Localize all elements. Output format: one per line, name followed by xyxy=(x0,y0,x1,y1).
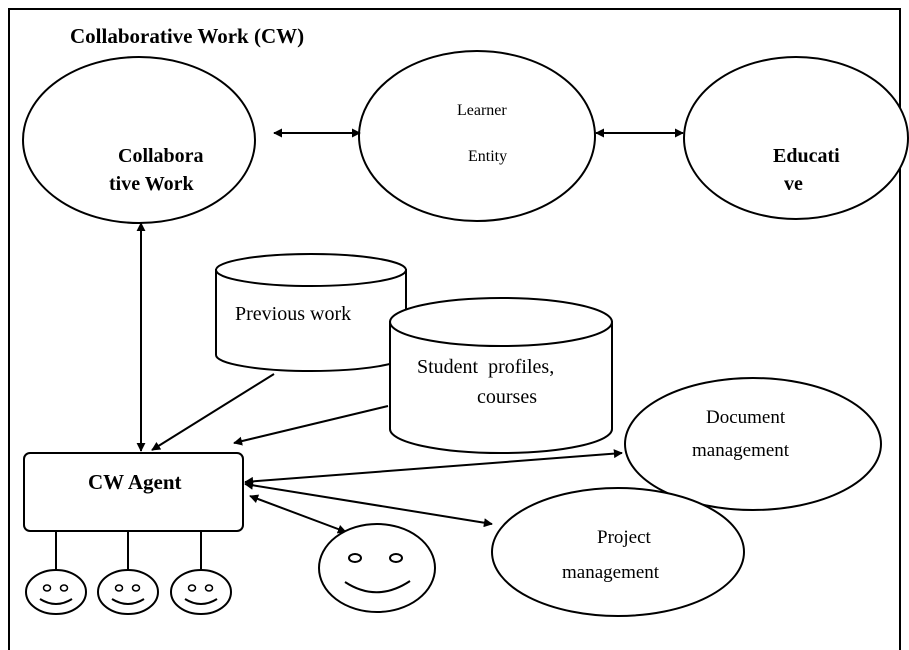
arrow-agent-project-management xyxy=(244,480,493,528)
frame-right-edge xyxy=(899,8,901,650)
cw-agent-label: CW Agent xyxy=(88,470,182,494)
team-member-smiley-icon-3 xyxy=(170,569,232,615)
educative-node xyxy=(683,56,909,220)
learner-entity-label-line1: Learner xyxy=(457,102,507,119)
arrow-student-profiles-to-agent xyxy=(233,405,389,446)
student-profiles-cylinder-top xyxy=(389,297,613,347)
arrow-previous-work-to-agent xyxy=(151,373,275,451)
cw-agent-box xyxy=(23,452,244,532)
project-management-node xyxy=(491,487,745,617)
diagram-title: Collaborative Work (CW) xyxy=(70,24,304,48)
team-member-smiley-icon-1 xyxy=(25,569,87,615)
frame-left-edge xyxy=(8,8,10,650)
document-management-node xyxy=(624,377,882,511)
document-management-label-line2: management xyxy=(692,440,790,461)
learner-entity-node xyxy=(358,50,596,222)
previous-work-cylinder-top xyxy=(215,253,407,287)
collaborative-work-label-line2: tive Work xyxy=(109,173,195,195)
collaborative-work-node xyxy=(22,56,256,224)
educative-label-line1: Educati xyxy=(773,145,840,167)
previous-work-label: Previous work xyxy=(235,303,351,325)
frame-top-edge xyxy=(8,8,901,10)
student-profiles-label-line1: Student profiles, xyxy=(417,356,554,378)
arrow-agent-user xyxy=(249,494,347,534)
collaborative-work-label-line1: Collabora xyxy=(118,145,204,167)
document-management-label-line1: Document xyxy=(706,407,786,428)
learner-entity-label-line2: Entity xyxy=(468,148,507,165)
student-profiles-label-line2: courses xyxy=(477,386,537,408)
project-management-label-line2: management xyxy=(562,562,660,583)
project-management-label-line1: Project xyxy=(597,527,652,548)
user-smiley-icon xyxy=(318,523,436,613)
educative-label-line2: ve xyxy=(784,173,803,195)
arrow-agent-document-management xyxy=(244,449,623,486)
team-member-smiley-icon-2 xyxy=(97,569,159,615)
